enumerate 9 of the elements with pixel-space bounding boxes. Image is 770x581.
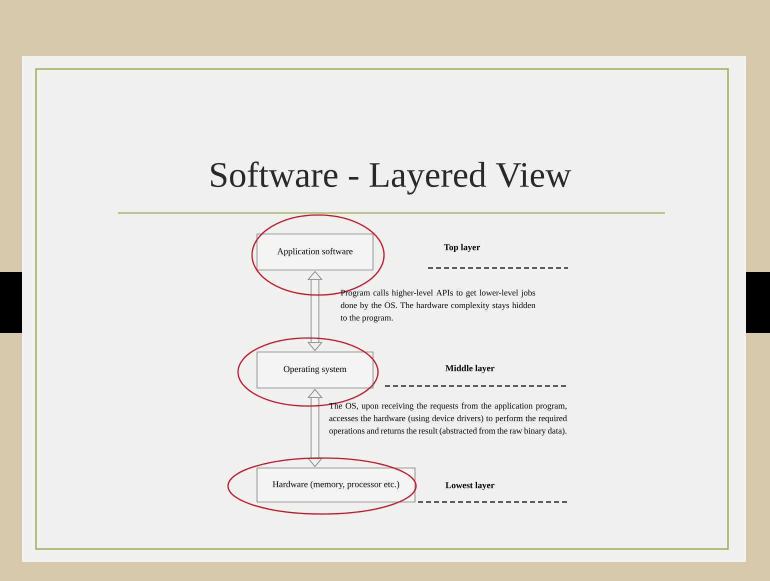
title: Software - Layered View [211, 161, 572, 195]
layer-heading: Top layer [444, 244, 480, 252]
layer-box: Operating system [256, 352, 374, 388]
description-text: The OS, upon receiving the requests from the application program, accesses the hardware (using device drivers) to perform the required operations and returns the result (abstracted from the raw binary data). [329, 402, 567, 436]
description-text: Program calls higher-level APIs to get lower-level jobs done by the OS. The hardware complexity stays hidden to the program. [340, 290, 536, 322]
layer-box: Application software [256, 234, 374, 270]
layer-box: Hardware (memory, processor etc.) [256, 468, 416, 502]
layer-heading: Middle layer [446, 364, 494, 374]
layer-heading: Lowest layer [446, 482, 494, 490]
